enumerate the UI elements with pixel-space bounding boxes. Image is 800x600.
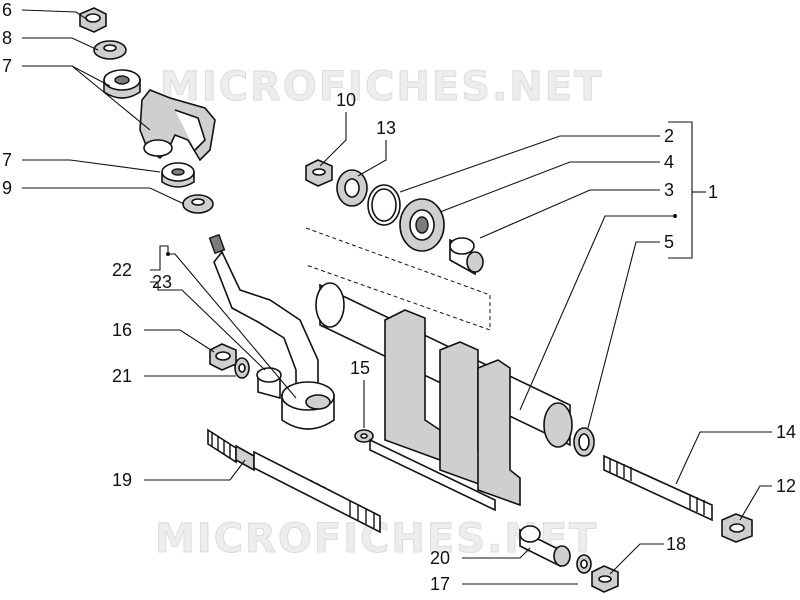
part-bracket — [139, 89, 216, 162]
callout-9: 9 — [2, 178, 12, 198]
leader-lines — [21, 9, 772, 585]
part-nut-16 — [209, 343, 237, 371]
callout-3: 3 — [664, 180, 674, 200]
callout-14: 14 — [776, 422, 796, 442]
part-swing-arm-1 — [305, 227, 573, 512]
part-stud-bent-pipe-22 — [208, 233, 335, 430]
callout-8: 8 — [2, 28, 12, 48]
callout-19: 19 — [112, 470, 132, 490]
callout-6: 6 — [2, 0, 12, 20]
part-nut-10 — [305, 159, 333, 187]
callout-4: 4 — [664, 152, 674, 172]
part-bolt-19 — [207, 428, 381, 534]
callout-13: 13 — [376, 118, 396, 138]
part-bushing-3 — [449, 237, 484, 276]
part-bolt-14 — [603, 454, 713, 522]
callout-5: 5 — [664, 232, 674, 252]
callout-18: 18 — [666, 534, 686, 554]
part-washer-15 — [354, 429, 374, 443]
part-bushing-7-lower — [161, 162, 195, 188]
callout-21: 21 — [112, 366, 132, 386]
callout-23: 23 — [152, 272, 172, 292]
part-washer-17 — [576, 554, 592, 574]
part-bushing-7-upper — [103, 69, 141, 99]
callout-22: 22 — [112, 260, 132, 280]
part-spacer-23 — [256, 367, 282, 400]
part-nut-6 — [79, 7, 107, 33]
part-washer-21 — [234, 357, 250, 379]
callout-20: 20 — [430, 548, 450, 568]
part-bearing-4 — [399, 198, 445, 252]
part-washer-8 — [93, 40, 127, 60]
part-nut-12 — [721, 513, 753, 543]
part-washer-9 — [182, 194, 214, 214]
callout-7-lower: 7 — [2, 150, 12, 170]
callout-10: 10 — [336, 90, 356, 110]
callout-15: 15 — [350, 358, 370, 378]
callout-17: 17 — [430, 574, 450, 594]
part-bushing-20 — [519, 525, 571, 568]
part-bushing-5 — [573, 427, 595, 457]
callout-16: 16 — [112, 320, 132, 340]
callout-12: 12 — [776, 476, 796, 496]
callout-7-upper: 7 — [2, 56, 12, 76]
part-circlip-2 — [367, 184, 401, 226]
callout-2: 2 — [664, 126, 674, 146]
part-bearing-13 — [336, 169, 368, 207]
watermark-top: MICROFICHES.NET — [160, 64, 603, 110]
callout-1: 1 — [708, 182, 718, 202]
